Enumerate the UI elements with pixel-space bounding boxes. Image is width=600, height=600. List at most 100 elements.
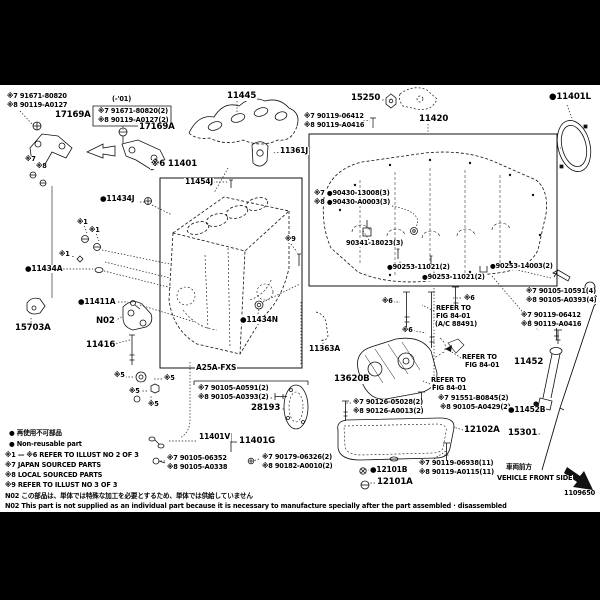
letterbox-bottom <box>0 512 600 600</box>
legend-reusable-jp: ● 再使用不可部品 <box>9 429 62 437</box>
label-11411a: ●11411A <box>77 297 117 306</box>
marker-5b: ※5 <box>163 374 176 382</box>
marker-1b: ※1 <box>88 226 101 234</box>
label-11361j: 11361J <box>279 146 309 155</box>
label-bolt-90430-local: ※8 ●90430-A0003(3) <box>313 198 392 206</box>
label-12101b: ●12101B <box>369 465 409 474</box>
label-11434j: ●11434J <box>99 194 136 203</box>
bolt-sketches <box>149 220 570 489</box>
label-bolt-90430-japan: ※7 ●90430-13008(3) <box>313 189 391 197</box>
label-bolt-90119-06938: ※7 90119-06938(11) <box>418 459 495 467</box>
label-11452b: ●11452B <box>507 405 547 414</box>
label-block-11401: ※6 11401 <box>150 159 199 170</box>
label-plug-90341: 90341-18023(3) <box>345 239 405 247</box>
bracket-11361j-sketch <box>252 142 268 166</box>
label-pan-12102a: 12102A <box>463 425 501 436</box>
legend-ref-note: ※1 — ※6 REFER TO ILLUST NO 2 OF 3 <box>5 451 139 459</box>
legend-local-sourced: ※8 LOCAL SOURCED PARTS <box>5 471 103 479</box>
vehicle-front-jp: 車両前方 <box>505 463 533 471</box>
guide-11452-sketch <box>534 326 562 410</box>
label-11363a: 11363A <box>308 344 341 353</box>
label-crankcase-11420: 11420 <box>418 114 450 125</box>
letterbox-top <box>0 0 600 85</box>
marker-6b: ※6 <box>463 294 476 302</box>
label-11454j: 11454J <box>184 177 214 186</box>
label-bolt-90126-local: ※8 90126-A0013(2) <box>352 407 425 415</box>
gasket-11445-sketch <box>189 99 298 144</box>
refer-fig-1-line1: REFER TO <box>435 304 472 312</box>
label-bolt-91551: ※7 91551-B0845(2) <box>437 394 510 402</box>
label-nut-90182: ※8 90182-A0010(2) <box>261 462 334 470</box>
label-bolt-90119-a0127-qty2: ※8 90119-A0127(2) <box>97 116 170 124</box>
label-plate-28193: 28193 <box>250 403 282 414</box>
doc-number: 1109650 <box>563 489 597 497</box>
label-nut-90179: ※7 90179-06326(2) <box>261 453 333 461</box>
crankcase-11420-sketch <box>323 152 546 282</box>
label-bolt-90119-a0416-right: ※8 90119-A0416 <box>520 320 583 328</box>
legend-n02-en: N02 This part is not supplied as an indi… <box>5 502 507 510</box>
label-union-15250: 15250 <box>350 93 382 104</box>
label-11434n: ●11434N <box>239 315 279 324</box>
oil-pump-13620b-sketch <box>358 338 465 399</box>
solid-leaders <box>370 118 452 352</box>
marker-5d: ※5 <box>147 400 160 408</box>
refer-fig-1-line2: FIG 84-01 <box>435 312 472 320</box>
oil-seal-11401l-sketch <box>552 117 596 175</box>
label-pin-90253-14003: ●90253-14003(2) <box>489 262 554 270</box>
label-12101a: 12101A <box>376 477 414 488</box>
label-dipstick-15301: 15301 <box>507 428 539 439</box>
marker-1a: ※1 <box>76 218 89 226</box>
label-11401g: 11401G <box>238 436 277 447</box>
label-hanger-17169a-right: 17169A <box>138 122 176 133</box>
label-11434a: ●11434A <box>24 264 64 273</box>
label-gasket-11445: 11445 <box>226 91 258 102</box>
refer-fig-3-line2: FIG 84-01 <box>431 384 468 392</box>
label-bolt-90126-japan: ※7 90126-05028(2) <box>352 398 424 406</box>
marker-5c: ※5 <box>128 387 141 395</box>
label-bolt-90105-06352: ※7 90105-06352 <box>166 454 228 462</box>
group-boxes <box>93 106 557 452</box>
cylinder-block-sketch <box>169 195 289 354</box>
hanger-sketches <box>30 122 166 298</box>
label-stud-11416: 11416 <box>85 340 117 351</box>
marker-8: ※8 <box>35 162 48 170</box>
plate-28193-sketch <box>284 385 308 429</box>
legend-n02-jp: N02 この部品は、単体では特殊な加工を必要とするため、単体では供給していません <box>5 492 253 500</box>
label-15703a: 15703A <box>14 323 52 334</box>
union-15250-sketch <box>386 88 437 110</box>
legend-ref-note-2: ※9 REFER TO ILLUST NO 3 OF 3 <box>5 481 118 489</box>
label-bolt-90119-06412-right: ※7 90119-06412 <box>520 311 582 319</box>
label-bolt-90105-a0393-2: ※8 90105-A0393(2) <box>197 393 270 401</box>
refer-fig-3-line1: REFER TO <box>430 376 467 384</box>
vehicle-front-en: VEHICLE FRONT SIDE <box>496 474 574 482</box>
marker-1c: ※1 <box>58 250 71 258</box>
label-bolt-91671-qty2: ※7 91671-80820(2) <box>97 107 169 115</box>
label-bolt-90119-a0127: ※8 90119-A0127 <box>6 101 69 109</box>
legend-japan-sourced: ※7 JAPAN SOURCED PARTS <box>5 461 101 469</box>
marker-6a: ※6 <box>381 297 394 305</box>
marker-5a: ※5 <box>113 371 126 379</box>
label-bolt-90105-10591: ※7 90105-10591(4) <box>525 287 597 295</box>
label-bolt-90119-a0416-top: ※8 90119-A0416 <box>303 121 366 129</box>
leader-lines <box>20 100 572 483</box>
legend-reusable-en: ● Non-reusable part <box>9 440 82 448</box>
oil-pan-12102a-sketch <box>338 418 454 461</box>
label-bolt-91671: ※7 91671-80820 <box>6 92 68 100</box>
marker-6c: ※6 <box>401 326 414 334</box>
label-guide-11452: 11452 <box>513 357 545 368</box>
label-bolt-90105-a0393-4: ※8 90105-A0393(4) <box>525 296 598 304</box>
label-11401v: 11401V <box>198 432 231 441</box>
label-n02: N02 <box>95 316 116 327</box>
label-date-range: (-'01) <box>111 95 133 103</box>
refer-fig-2-line1: REFER TO <box>461 353 498 361</box>
vehicle-front-arrow <box>564 467 593 490</box>
refer-fig-2-line2: FIG 84-01 <box>464 361 501 369</box>
label-engine-code: A25A-FXS <box>195 363 238 372</box>
label-seal-11401l: ●11401L <box>548 92 592 103</box>
label-pump-13620b: 13620B <box>333 374 371 385</box>
label-bolt-90119-06412-top: ※7 90119-06412 <box>303 112 365 120</box>
label-bolt-90119-a0115: ※8 90119-A0115(11) <box>418 468 495 476</box>
label-hanger-17169a-left: 17169A <box>54 110 92 121</box>
